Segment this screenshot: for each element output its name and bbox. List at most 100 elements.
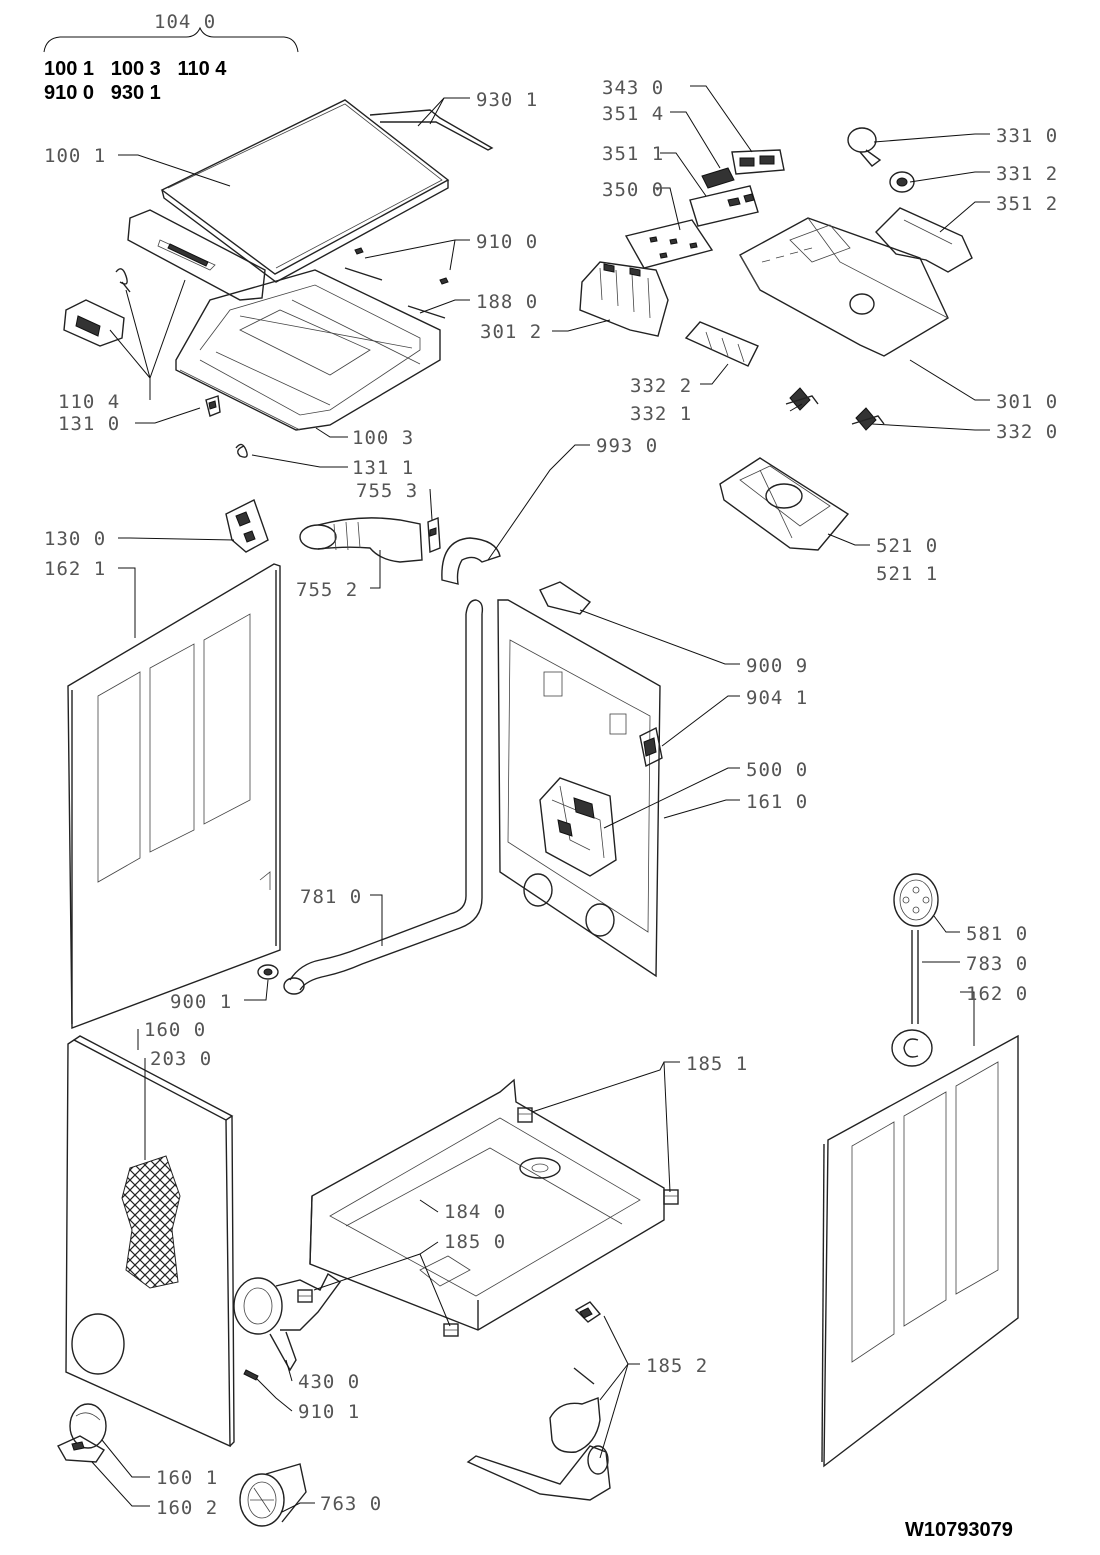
switch-332-1 xyxy=(785,387,819,411)
callout-581-0: 581 0 xyxy=(966,923,1028,945)
hinge-pins-188-0 xyxy=(344,247,449,319)
leg-kit-185-2 xyxy=(466,1301,611,1501)
callout-185-1: 185 1 xyxy=(686,1053,748,1075)
pcb-350-0 xyxy=(624,219,714,269)
callout-161-0: 161 0 xyxy=(746,791,808,813)
knob-331-0 xyxy=(847,127,882,167)
callout-160-0: 160 0 xyxy=(144,1019,206,1041)
control-frame-301-2 xyxy=(579,261,669,337)
callout-130-0: 130 0 xyxy=(44,528,106,550)
switch-332-0 xyxy=(851,407,885,431)
c-mark xyxy=(891,1029,933,1067)
callout-160-1: 160 1 xyxy=(156,1467,218,1489)
callout-500-0: 500 0 xyxy=(746,759,808,781)
interlock-130-0 xyxy=(225,499,269,553)
leader-lines xyxy=(91,85,990,1513)
callout-910-1: 910 1 xyxy=(298,1401,360,1423)
callout-100-3: 100 3 xyxy=(352,427,414,449)
callout-993-0: 993 0 xyxy=(596,435,658,457)
callout-331-0: 331 0 xyxy=(996,125,1058,147)
pulley-581-0 xyxy=(893,873,939,927)
callout-184-0: 184 0 xyxy=(444,1201,506,1223)
callout-131-0: 131 0 xyxy=(58,413,120,435)
callout-430-0: 430 0 xyxy=(298,1371,360,1393)
callout-332-0: 332 0 xyxy=(996,421,1058,443)
bracket-904-1 xyxy=(639,726,663,768)
callout-900-1: 900 1 xyxy=(170,991,232,1013)
handle-spring-110 xyxy=(115,268,131,293)
callout-351-1: 351 1 xyxy=(602,143,664,165)
group-bracket-104-0: 104 0 xyxy=(43,11,299,53)
keypad-351-4 xyxy=(701,167,735,189)
callout-104-0: 104 0 xyxy=(154,11,216,33)
knob-ring-331-2 xyxy=(889,171,915,193)
callout-185-0: 185 0 xyxy=(444,1231,506,1253)
callout-343-0: 343 0 xyxy=(602,77,664,99)
callout-763-0: 763 0 xyxy=(320,1493,382,1515)
callout-910-0: 910 0 xyxy=(476,231,538,253)
callout-521-1: 521 1 xyxy=(876,563,938,585)
feet-185-1 xyxy=(517,1107,679,1205)
screw-910-1 xyxy=(243,1369,259,1381)
kit-reference-line-2: 910 0 930 1 xyxy=(44,82,161,104)
side-panel-162-0 xyxy=(821,1034,1019,1468)
callout-188-0: 188 0 xyxy=(476,291,538,313)
pump-430-0 xyxy=(233,1272,341,1372)
callout-521-0: 521 0 xyxy=(876,535,938,557)
callout-131-1: 131 1 xyxy=(352,457,414,479)
cover-latch-160-2 xyxy=(57,1435,105,1463)
callout-110-4: 110 4 xyxy=(58,391,120,413)
lid-frame-100-3 xyxy=(175,269,441,431)
feet-185-0 xyxy=(297,1289,459,1337)
control-panel-301-0 xyxy=(739,217,949,357)
hose-clip-755-3 xyxy=(427,516,441,554)
callout-930-1: 930 1 xyxy=(476,89,538,111)
side-panel-162-1 xyxy=(67,563,281,1030)
spring-131-1 xyxy=(235,443,248,458)
callout-162-0: 162 0 xyxy=(966,983,1028,1005)
base-frame-184-0 xyxy=(309,1078,665,1331)
handle-latch-110-4 xyxy=(63,299,125,347)
display-343-0 xyxy=(731,149,785,175)
callout-160-2: 160 2 xyxy=(156,1497,218,1519)
kit-reference-line-1: 100 1 100 3 110 4 xyxy=(44,58,227,80)
back-panel-161-0 xyxy=(497,581,661,978)
callout-781-0: 781 0 xyxy=(300,886,362,908)
callout-350-0: 350 0 xyxy=(602,179,664,201)
callout-351-2: 351 2 xyxy=(996,193,1058,215)
lock-part-131-0 xyxy=(205,395,221,417)
hose-clamp-900-1 xyxy=(257,964,279,980)
bellows-hose-755-2 xyxy=(299,517,423,563)
filter-cover-160-1 xyxy=(69,1403,107,1449)
elbow-993-0 xyxy=(441,537,501,585)
callout-labels: 930 1 100 1 910 0 188 0 110 4 131 0 100 … xyxy=(44,77,1058,1519)
callout-162-1: 162 1 xyxy=(44,558,106,580)
callout-755-3: 755 3 xyxy=(356,480,418,502)
lid-panel xyxy=(160,99,494,283)
callout-755-2: 755 2 xyxy=(296,579,358,601)
callout-301-2: 301 2 xyxy=(480,321,542,343)
callout-331-2: 331 2 xyxy=(996,163,1058,185)
callout-904-1: 904 1 xyxy=(746,687,808,709)
drain-hose-781-0 xyxy=(283,599,484,995)
callout-900-9: 900 9 xyxy=(746,655,808,677)
lid-handle xyxy=(127,209,266,301)
callout-301-0: 301 0 xyxy=(996,391,1058,413)
document-id: W10793079 xyxy=(905,1519,1013,1541)
callout-100-1: 100 1 xyxy=(44,145,106,167)
membrane-351-1 xyxy=(689,185,759,227)
dispenser-521 xyxy=(719,457,850,551)
bracket-351-2 xyxy=(875,207,973,273)
shaft-783-0 xyxy=(911,930,919,1024)
callout-185-2: 185 2 xyxy=(646,1355,708,1377)
button-bar-332-2 xyxy=(684,321,759,367)
filter-763-0 xyxy=(239,1463,307,1527)
callout-332-2: 332 2 xyxy=(630,375,692,397)
front-panel-160-0 xyxy=(65,1035,235,1448)
callout-203-0: 203 0 xyxy=(150,1048,212,1070)
insulation-203-0 xyxy=(121,1155,181,1289)
callout-351-4: 351 4 xyxy=(602,103,664,125)
module-500-0 xyxy=(539,777,617,877)
callout-783-0: 783 0 xyxy=(966,953,1028,975)
